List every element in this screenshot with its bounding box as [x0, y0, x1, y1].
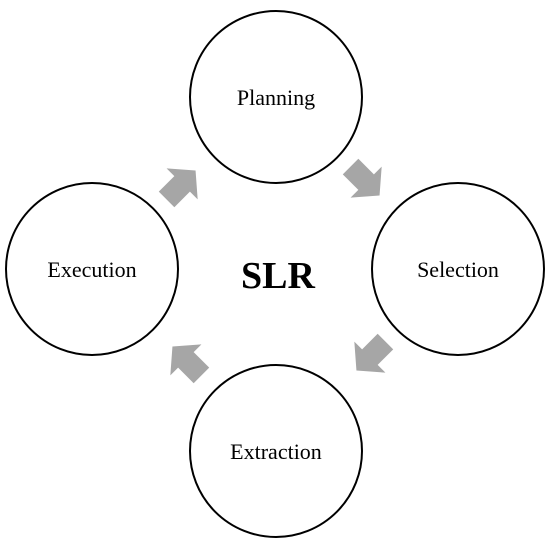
- stage-selection: Selection: [371, 182, 545, 356]
- stage-planning: Planning: [189, 10, 363, 184]
- arrow-execution-to-planning-icon: [151, 154, 212, 215]
- stage-extraction: Extraction: [189, 364, 363, 538]
- stage-selection-label: Selection: [417, 257, 499, 282]
- stage-extraction-circle: [189, 364, 363, 538]
- stage-execution: Execution: [5, 182, 179, 356]
- center-label: SLR: [241, 255, 315, 297]
- stage-execution-circle: [5, 182, 179, 356]
- stage-planning-label: Planning: [237, 85, 315, 110]
- stage-selection-circle: [371, 182, 545, 356]
- stage-planning-circle: [189, 10, 363, 184]
- arrow-planning-to-selection-icon: [335, 151, 396, 212]
- stage-extraction-label: Extraction: [230, 439, 322, 464]
- arrow-extraction-to-execution-icon: [156, 330, 217, 391]
- stage-execution-label: Execution: [47, 257, 136, 282]
- arrow-selection-to-extraction-icon: [340, 326, 401, 387]
